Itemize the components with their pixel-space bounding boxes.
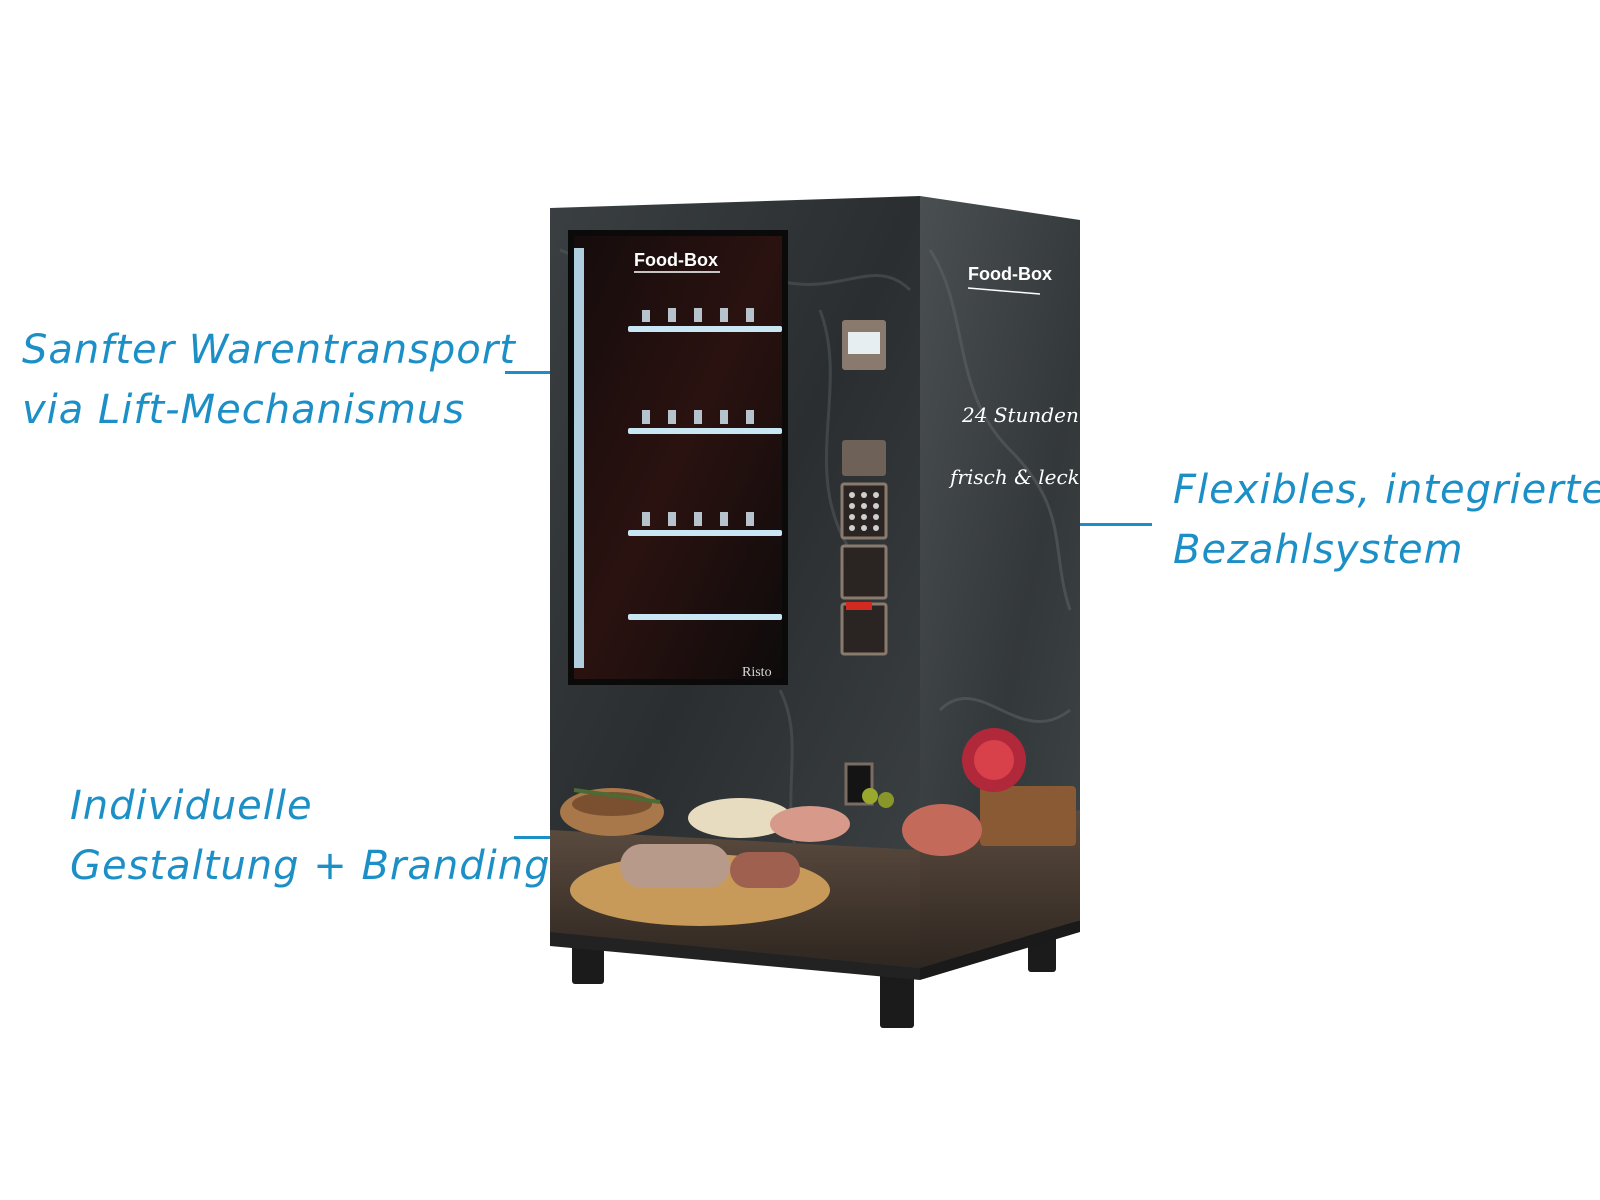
callout-payment-line2: Bezahlsystem <box>1173 527 1464 573</box>
callout-payment-line1: Flexibles, integriertes <box>1173 467 1600 513</box>
olive-2 <box>878 792 894 808</box>
slogan-line1: 24 Stunden <box>961 403 1079 427</box>
sliced-meat-side <box>902 804 982 856</box>
base-plinth-side <box>920 920 1080 980</box>
maker-logo: Risto <box>742 665 772 680</box>
callout-branding-line2: Gestaltung + Branding <box>70 843 551 889</box>
shelf-1 <box>628 326 782 332</box>
card-terminal-screen <box>848 332 880 354</box>
pomegranate-seeds <box>974 740 1014 780</box>
window-light-strip <box>574 248 584 668</box>
shelf-2 <box>628 428 782 434</box>
callout-branding-line1: Individuelle <box>70 783 313 829</box>
vending-machine: Food-Box Risto <box>550 190 1110 1050</box>
callout-lift-mechanism: Sanfter Warentransport via Lift-Mechanis… <box>22 320 516 440</box>
salami-2 <box>730 852 800 888</box>
bill-acceptor <box>840 544 888 600</box>
food-graphic <box>550 728 1080 968</box>
callout-lift-line2: via Lift-Mechanismus <box>22 387 466 433</box>
side-logo-underline <box>967 287 1041 295</box>
payment-panel <box>840 320 888 806</box>
vending-machine-illustration: Food-Box Risto <box>550 196 1109 1028</box>
coin-return <box>840 602 888 656</box>
shelf-3 <box>628 530 782 536</box>
callout-payment-system: Flexibles, integriertes Bezahlsystem <box>1173 460 1600 580</box>
shelf-4 <box>628 614 782 620</box>
cabinet-side <box>920 196 1080 968</box>
ham-slices <box>770 806 850 842</box>
callout-branding: Individuelle Gestaltung + Branding <box>70 776 550 896</box>
salami-1 <box>620 844 730 888</box>
cheese-wedge <box>688 798 792 838</box>
olive-1 <box>862 788 878 804</box>
slogan-line2: frisch & lecker! <box>948 465 1109 489</box>
display-window <box>574 236 782 679</box>
coin-return-light <box>846 602 872 610</box>
foot-right-front <box>880 970 914 1028</box>
front-logo: Food-Box <box>634 250 718 270</box>
foot-left <box>572 942 604 984</box>
wooden-board-side <box>980 786 1076 846</box>
coin-slot <box>842 440 886 476</box>
side-marble-texture <box>928 249 1072 724</box>
rosemary-sprig <box>573 788 661 804</box>
shelves <box>628 308 782 620</box>
side-logo: Food-Box <box>968 264 1052 284</box>
callout-lift-line1: Sanfter Warentransport <box>22 327 516 373</box>
base-plinth <box>550 930 920 980</box>
